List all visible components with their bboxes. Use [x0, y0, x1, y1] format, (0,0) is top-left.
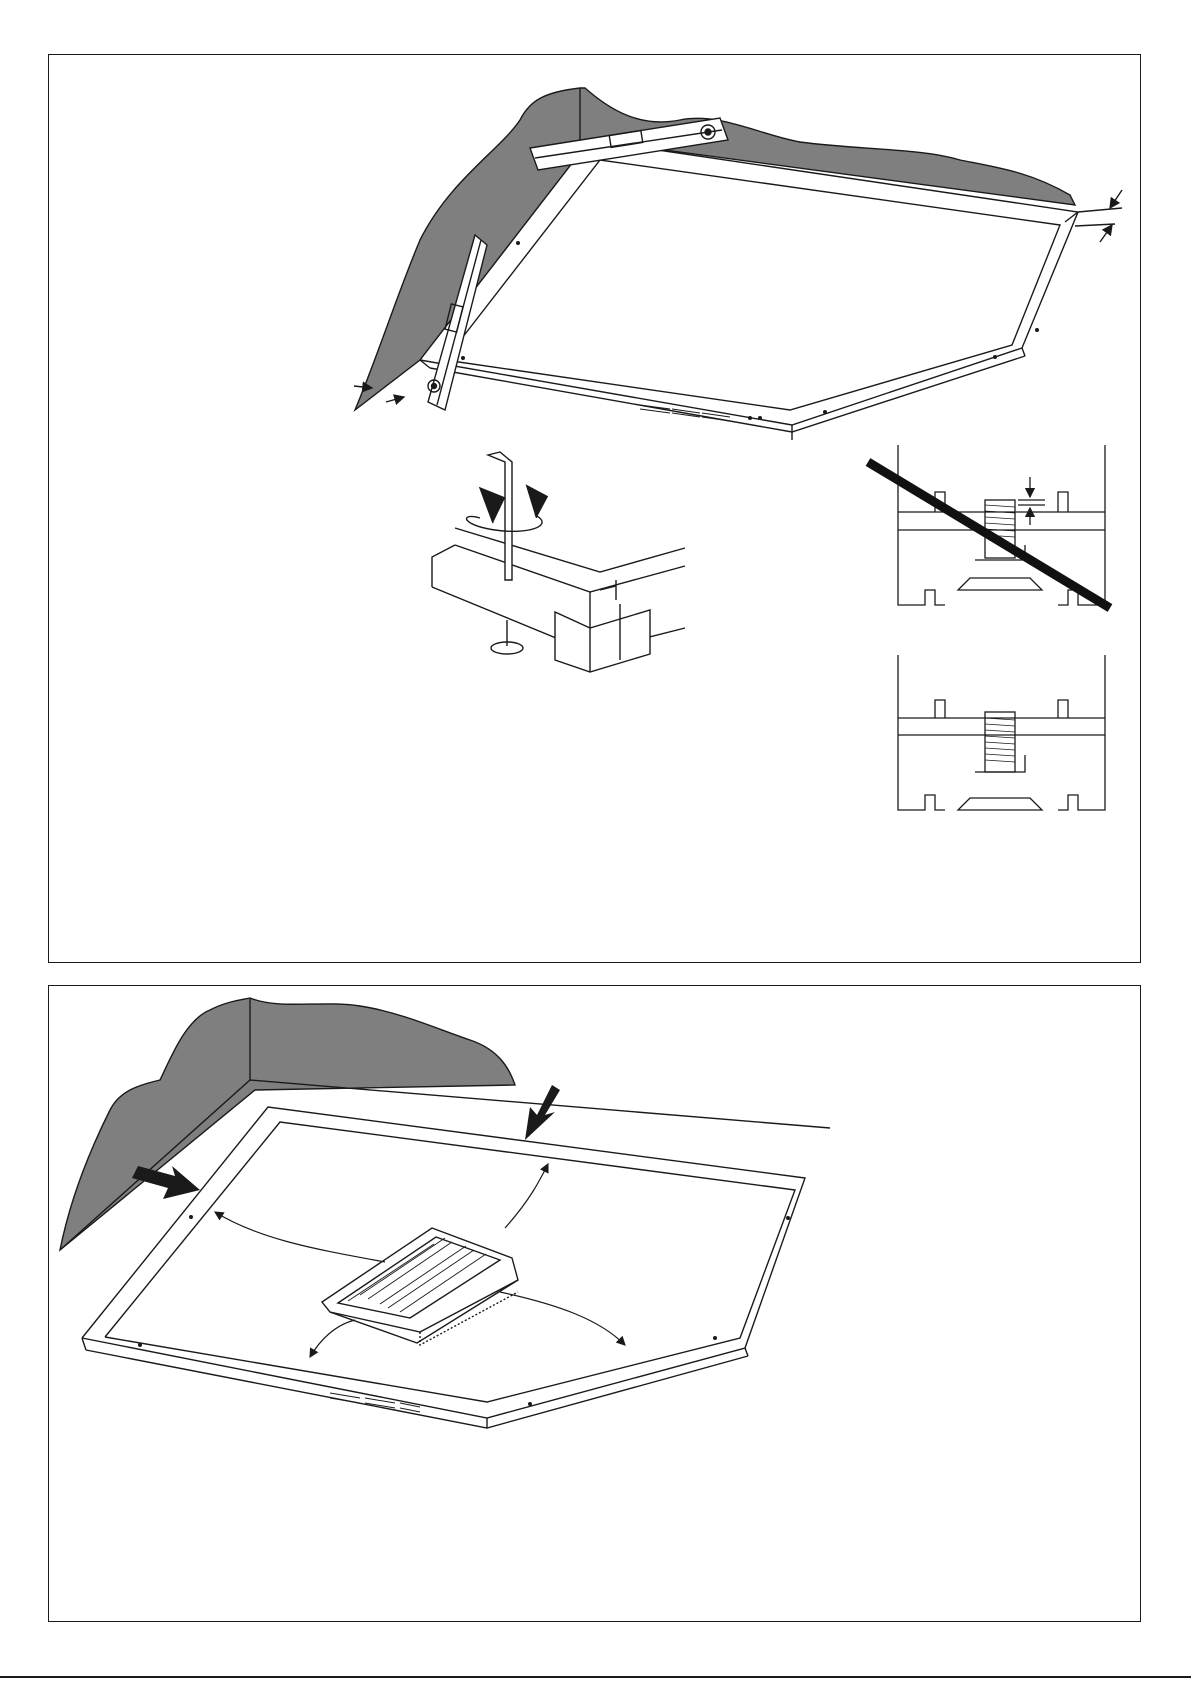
- footer-rule: [0, 1676, 1191, 1678]
- adjust-foot-figure: [432, 452, 685, 672]
- foot-section-correct: [898, 655, 1105, 810]
- foot-section-wrong: [868, 445, 1110, 608]
- prohibited-cross-icon: [868, 462, 1110, 608]
- level-frame-figure: [354, 88, 1122, 440]
- place-mat-figure: [60, 998, 830, 1428]
- dimension-arrow-icon: [1018, 477, 1045, 525]
